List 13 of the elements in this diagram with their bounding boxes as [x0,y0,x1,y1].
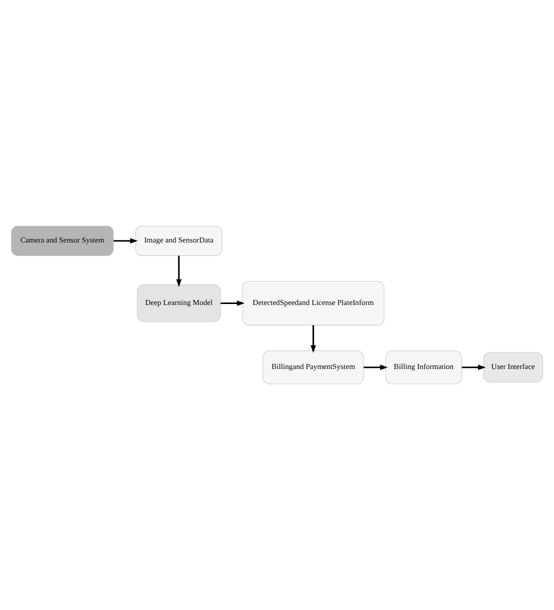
node-box: DetectedSpeedand License PlateInform [242,280,384,326]
arrow [462,364,486,370]
arrow [364,364,388,370]
node-box: Image and SensorData [135,226,222,256]
node-box: Deep Learning Model [136,284,221,322]
node-box: User Interface [483,352,543,382]
arrow [114,238,138,244]
arrow [310,325,316,353]
node-box: Camera and Sensor System [11,226,114,256]
node-box: Billing Information [385,350,462,384]
arrow [176,256,182,287]
arrow [220,300,245,306]
node-box: Billingand PaymentSystem [262,350,364,384]
